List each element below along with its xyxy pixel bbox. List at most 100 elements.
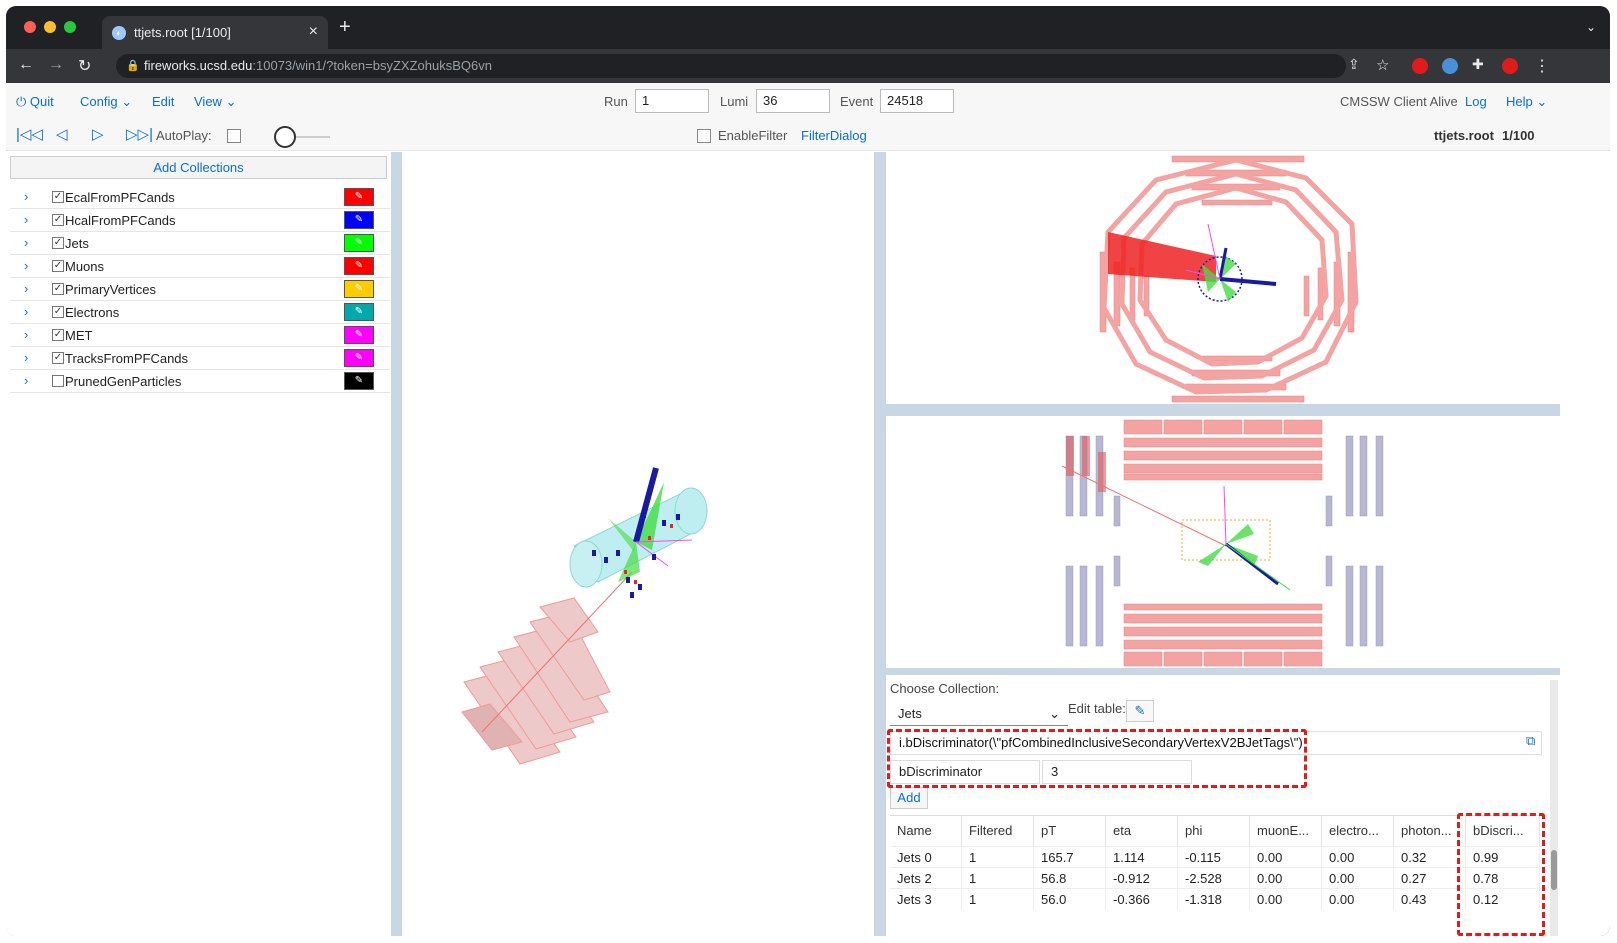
horizontal-splitter-bottom[interactable] <box>886 668 1560 675</box>
profile-avatar[interactable] <box>1502 58 1518 74</box>
column-header[interactable]: Name <box>890 816 962 846</box>
edit-menu[interactable]: Edit <box>152 94 175 109</box>
bookmark-star-icon[interactable]: ☆ <box>1376 57 1390 74</box>
collection-row[interactable]: ›✓HcalFromPFCands✎ <box>10 209 390 232</box>
column-header[interactable]: photon... <box>1394 816 1466 846</box>
rhoz-view[interactable] <box>886 416 1560 668</box>
collection-row[interactable]: ›✓EcalFromPFCands✎ <box>10 186 390 209</box>
table-scrollbar[interactable] <box>1550 680 1558 936</box>
close-tab-icon[interactable]: × <box>308 23 318 40</box>
chevron-right-icon[interactable]: › <box>24 212 29 227</box>
collection-checkbox[interactable] <box>52 375 64 387</box>
config-menu[interactable]: Config ⌄ <box>80 94 132 110</box>
quit-menu[interactable]: ⏻ Quit <box>16 94 54 110</box>
tab-search-icon[interactable]: ⌄ <box>1585 20 1596 34</box>
collection-checkbox[interactable]: ✓ <box>52 191 64 203</box>
column-header[interactable]: Filtered <box>962 816 1034 846</box>
collection-checkbox[interactable]: ✓ <box>52 260 64 272</box>
column-name-input[interactable]: bDiscriminator <box>890 760 1040 784</box>
precision-input[interactable]: 3 <box>1042 760 1192 784</box>
collection-checkbox[interactable]: ✓ <box>52 237 64 249</box>
collection-row[interactable]: ›✓MET✎ <box>10 324 390 347</box>
share-icon[interactable]: ⇪ <box>1348 56 1360 72</box>
help-menu[interactable]: Help ⌄ <box>1506 94 1547 110</box>
edit-table-pencil-icon[interactable]: ✎ <box>1126 700 1154 722</box>
column-header[interactable]: muonE... <box>1250 816 1322 846</box>
new-tab-button[interactable]: + <box>339 16 351 38</box>
rphi-view[interactable] <box>886 152 1560 404</box>
collection-checkbox[interactable]: ✓ <box>52 283 64 295</box>
chevron-right-icon[interactable]: › <box>24 304 29 319</box>
filter-dialog-button[interactable]: FilterDialog <box>801 128 867 143</box>
minimize-window-button[interactable] <box>44 21 56 33</box>
add-collections-button[interactable]: Add Collections <box>10 156 387 179</box>
next-event-icon[interactable]: ▷ <box>92 126 104 143</box>
chevron-right-icon[interactable]: › <box>24 235 29 250</box>
collection-row[interactable]: ›✓Jets✎ <box>10 232 390 255</box>
autoplay-checkbox[interactable] <box>227 129 241 143</box>
enable-filter-checkbox[interactable] <box>697 129 711 143</box>
event-input[interactable]: 24518 <box>880 89 954 113</box>
collection-row[interactable]: ›✓TracksFromPFCands✎ <box>10 347 390 370</box>
chevron-right-icon[interactable]: › <box>24 327 29 342</box>
extensions-puzzle-icon[interactable]: ✚ <box>1472 56 1484 72</box>
collection-checkbox[interactable]: ✓ <box>52 306 64 318</box>
chevron-right-icon[interactable]: › <box>24 189 29 204</box>
chevron-right-icon[interactable]: › <box>24 373 29 388</box>
chevron-right-icon[interactable]: › <box>24 350 29 365</box>
collection-row[interactable]: ›PrunedGenParticles✎ <box>10 370 390 393</box>
autoplay-slider-handle[interactable] <box>274 126 296 148</box>
copy-icon[interactable]: ⧉ <box>1526 733 1536 748</box>
autoplay-slider-track[interactable] <box>276 136 330 138</box>
vertical-splitter-right[interactable] <box>874 152 886 936</box>
run-input[interactable]: 1 <box>635 89 709 113</box>
close-window-button[interactable] <box>24 21 36 33</box>
collection-checkbox[interactable]: ✓ <box>52 352 64 364</box>
collection-row[interactable]: ›✓Electrons✎ <box>10 301 390 324</box>
color-swatch-pencil-icon[interactable]: ✎ <box>344 326 374 344</box>
back-icon[interactable]: ← <box>18 56 34 73</box>
collection-select[interactable]: Jets⌄ <box>890 702 1068 726</box>
color-swatch-pencil-icon[interactable]: ✎ <box>344 257 374 275</box>
collection-row[interactable]: ›✓PrimaryVertices✎ <box>10 278 390 301</box>
horizontal-splitter-top[interactable] <box>886 404 1560 416</box>
chevron-right-icon[interactable]: › <box>24 281 29 296</box>
column-header[interactable]: phi <box>1178 816 1250 846</box>
chevron-right-icon[interactable]: › <box>24 258 29 273</box>
color-swatch-pencil-icon[interactable]: ✎ <box>344 280 374 298</box>
url-field[interactable]: 🔒 fireworks.ucsd.edu:10073/win1/?token=b… <box>116 54 1346 78</box>
column-header[interactable]: bDiscri... <box>1466 816 1540 846</box>
color-swatch-pencil-icon[interactable]: ✎ <box>344 349 374 367</box>
column-header[interactable]: electro... <box>1322 816 1394 846</box>
browser-tab[interactable]: ◐ ttjets.root [1/100] × <box>102 16 328 49</box>
first-event-icon[interactable]: |◁◁ <box>16 126 43 143</box>
collection-checkbox[interactable]: ✓ <box>52 214 64 226</box>
column-header[interactable]: pT <box>1034 816 1106 846</box>
browser-menu-icon[interactable]: ⋮ <box>1534 58 1550 75</box>
column-header[interactable]: eta <box>1106 816 1178 846</box>
view-menu[interactable]: View ⌄ <box>194 94 236 110</box>
previous-event-icon[interactable]: ◁ <box>56 126 68 143</box>
log-link[interactable]: Log <box>1465 94 1487 109</box>
vertical-splitter-left[interactable] <box>391 152 402 936</box>
color-swatch-pencil-icon[interactable]: ✎ <box>344 234 374 252</box>
add-column-button[interactable]: Add <box>890 787 928 809</box>
reload-icon[interactable]: ↻ <box>78 58 92 75</box>
3d-event-view[interactable] <box>402 152 874 936</box>
forward-icon[interactable]: → <box>48 56 64 73</box>
table-scrollbar-thumb[interactable] <box>1551 850 1557 890</box>
extension-blue-icon[interactable] <box>1442 58 1458 74</box>
extension-red-icon[interactable] <box>1412 58 1428 74</box>
lumi-input[interactable]: 36 <box>756 89 830 113</box>
color-swatch-pencil-icon[interactable]: ✎ <box>344 303 374 321</box>
color-swatch-pencil-icon[interactable]: ✎ <box>344 372 374 390</box>
collection-checkbox[interactable]: ✓ <box>52 329 64 341</box>
collection-row[interactable]: ›✓Muons✎ <box>10 255 390 278</box>
last-event-icon[interactable]: ▷▷| <box>126 126 153 143</box>
zoom-window-button[interactable] <box>64 21 76 33</box>
color-swatch-pencil-icon[interactable]: ✎ <box>344 188 374 206</box>
color-swatch-pencil-icon[interactable]: ✎ <box>344 211 374 229</box>
